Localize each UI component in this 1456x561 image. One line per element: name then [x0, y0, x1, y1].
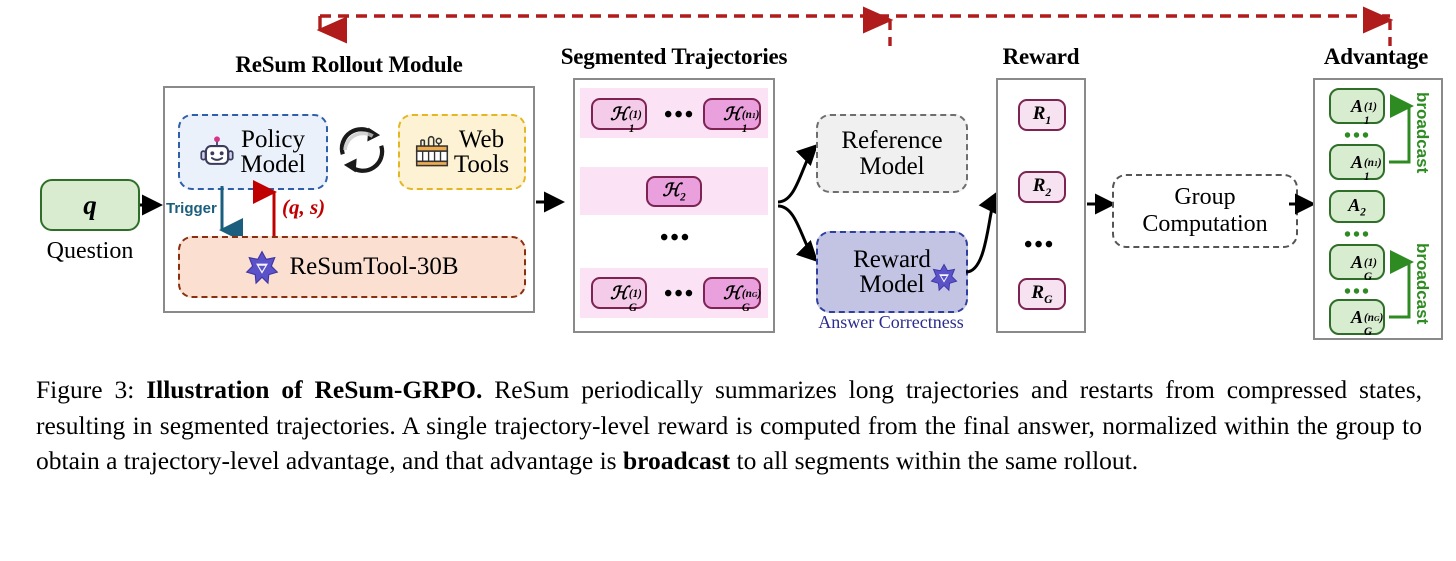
question-to-rollout-arrow — [140, 194, 163, 216]
reward-box-rG: RG — [1018, 278, 1066, 310]
reward-box-r1: R1 — [1018, 99, 1066, 131]
advantage-box-a1-1: A(1)1 — [1329, 88, 1385, 127]
advantage-box-a2: A2 — [1329, 190, 1385, 223]
caption-figure-number: Figure 3: — [36, 375, 135, 404]
question-box: q — [40, 179, 140, 231]
reward-title: Reward — [1002, 44, 1080, 69]
advantage-box-aG-1: A(1)G — [1329, 244, 1385, 283]
advantage-dots-G: ••• — [1344, 281, 1372, 303]
advantage-box-aG-nG: A(nG)G — [1329, 299, 1385, 338]
resum-tool-label: ReSumTool-30B — [289, 253, 459, 281]
group-to-advantage-arrow — [1289, 193, 1316, 215]
trigger-arrow — [219, 186, 243, 242]
answer-correctness-label: Answer Correctness — [818, 312, 964, 332]
resum-tool-box: ReSumTool-30B — [178, 236, 526, 298]
qs-label: (q, s) — [282, 195, 326, 219]
caption-body-part1: ReSum periodically summarizes long traje… — [36, 375, 1423, 476]
trajectory-box-hG-nG: ℋ(nG)G — [703, 277, 761, 314]
broadcast-arrows — [1389, 94, 1414, 319]
reward-box-r2: R2 — [1018, 171, 1066, 203]
trajectory-box-hG-1: ℋ(1)G — [591, 277, 647, 314]
advantage-title: Advantage — [1323, 44, 1429, 69]
trajectory-dots-middle: ••• — [660, 225, 692, 251]
trajectories-to-models-arrows — [777, 143, 819, 263]
advantage-dots-middle: ••• — [1344, 224, 1372, 246]
reward-model-to-reward-arrow — [965, 191, 998, 274]
figure-caption: Figure 3: Illustration of ReSum-GRPO. Re… — [36, 372, 1422, 479]
rollout-module-title: ReSum Rollout Module — [235, 52, 463, 77]
robot-icon — [200, 136, 234, 165]
trajectory-dots-1: ••• — [664, 102, 696, 128]
trigger-label: Trigger — [166, 200, 217, 217]
resum-logo-icon — [246, 250, 279, 285]
trajectory-box-h1-n1: ℋ(n1)1 — [703, 98, 761, 135]
caption-bold-word: broadcast — [622, 446, 731, 476]
resum-logo-icon — [930, 263, 958, 292]
trajectory-box-h1-1: ℋ(1)1 — [591, 98, 647, 135]
broadcast-label-top: broadcast — [1413, 92, 1432, 174]
qs-arrow — [253, 180, 277, 236]
trajectory-box-h2: ℋ2 — [646, 176, 702, 207]
toolbox-icon — [415, 135, 448, 167]
rollout-to-trajectories-arrow — [536, 191, 565, 213]
broadcast-label-bottom: broadcast — [1413, 243, 1432, 325]
question-symbol: q — [83, 189, 97, 220]
reward-dots: ••• — [1024, 232, 1056, 258]
advantage-dots-1: ••• — [1344, 125, 1372, 147]
question-label: Question — [46, 238, 134, 264]
caption-body-part2: to all segments within the same rollout. — [730, 446, 1139, 476]
advantage-box-a1-n1: A(n1)1 — [1329, 144, 1385, 183]
reward-to-group-arrow — [1087, 193, 1116, 215]
caption-bold-title: Illustration of ReSum-GRPO. — [146, 375, 483, 404]
refresh-cycle-icon — [339, 127, 385, 173]
segmented-trajectories-title: Segmented Trajectories — [560, 44, 788, 69]
trajectory-dots-G: ••• — [664, 281, 696, 307]
feedback-arrow — [316, 6, 1394, 46]
